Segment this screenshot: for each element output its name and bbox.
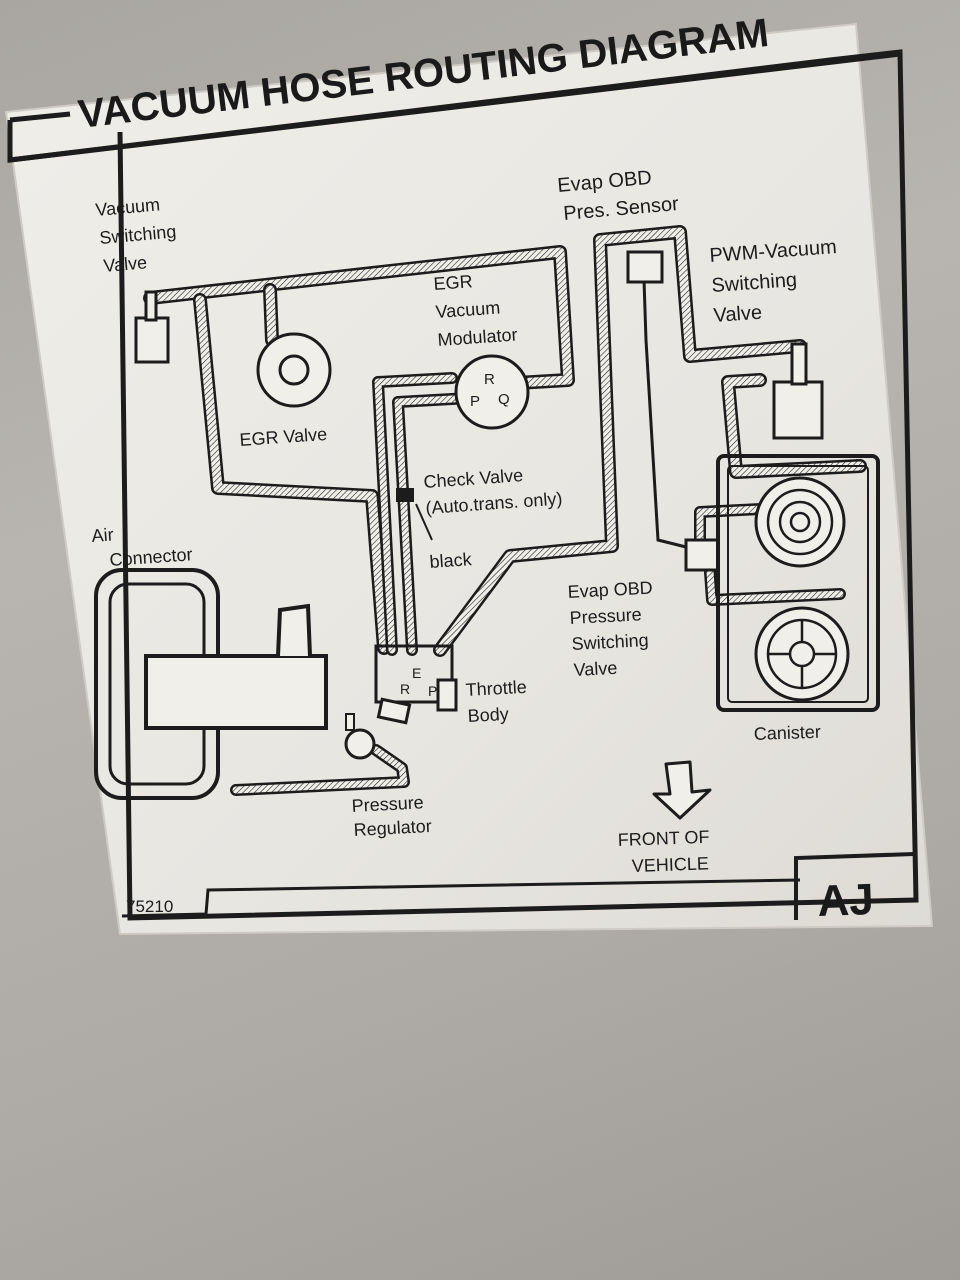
label-evap-psv-2: Pressure bbox=[569, 604, 642, 628]
air-connector bbox=[94, 568, 328, 800]
part-number-box bbox=[121, 878, 801, 918]
title-left-rule bbox=[9, 111, 71, 123]
evap-obd-pressure-sensor bbox=[626, 250, 664, 284]
vacuum-switching-valve bbox=[134, 290, 170, 364]
title-underline bbox=[9, 51, 901, 163]
label-throttle-body-1: Throttle bbox=[465, 677, 527, 700]
code-box bbox=[794, 852, 915, 920]
label-evap-psv-3: Switching bbox=[571, 630, 649, 654]
label-front-2: VEHICLE bbox=[631, 853, 709, 876]
label-canister: Canister bbox=[753, 722, 821, 744]
evap-obd-pressure-switching-valve bbox=[684, 538, 720, 572]
label-egr-modulator-2: Vacuum bbox=[435, 298, 501, 322]
throttle-body bbox=[374, 644, 458, 725]
part-number: 75210 bbox=[126, 897, 173, 916]
label-port-q: Q bbox=[498, 391, 510, 408]
label-black: black bbox=[429, 549, 473, 572]
check-valve bbox=[396, 488, 433, 541]
hose-network bbox=[143, 225, 867, 796]
diagram-code: AJ bbox=[817, 875, 875, 926]
label-pressure-regulator-1: Pressure bbox=[351, 792, 424, 816]
label-tb-port-p: P bbox=[428, 683, 437, 699]
label-port-p: P bbox=[470, 393, 480, 410]
label-vsv-3: Valve bbox=[103, 252, 148, 276]
pwm-vacuum-switching-valve bbox=[772, 342, 824, 440]
label-throttle-body-2: Body bbox=[467, 704, 509, 726]
label-air-connector-1: Air bbox=[91, 525, 114, 546]
label-front-1: FRONT OF bbox=[617, 827, 709, 850]
label-evap-psv-1: Evap OBD bbox=[567, 578, 653, 602]
label-evap-psv-4: Valve bbox=[573, 658, 618, 680]
label-tb-port-e: E bbox=[412, 665, 421, 681]
egr-vacuum-modulator bbox=[454, 354, 530, 430]
label-egr-modulator-1: EGR bbox=[433, 271, 473, 294]
pressure-regulator bbox=[344, 713, 376, 760]
label-tb-port-r: R bbox=[400, 681, 410, 697]
label-port-r: R bbox=[484, 371, 495, 388]
canister bbox=[716, 454, 880, 712]
egr-valve bbox=[256, 332, 332, 408]
sensor-signal-line bbox=[642, 279, 691, 550]
label-pwm-vsv-3: Valve bbox=[713, 302, 763, 327]
front-arrow-icon bbox=[652, 760, 712, 820]
label-pressure-regulator-2: Regulator bbox=[353, 816, 432, 840]
